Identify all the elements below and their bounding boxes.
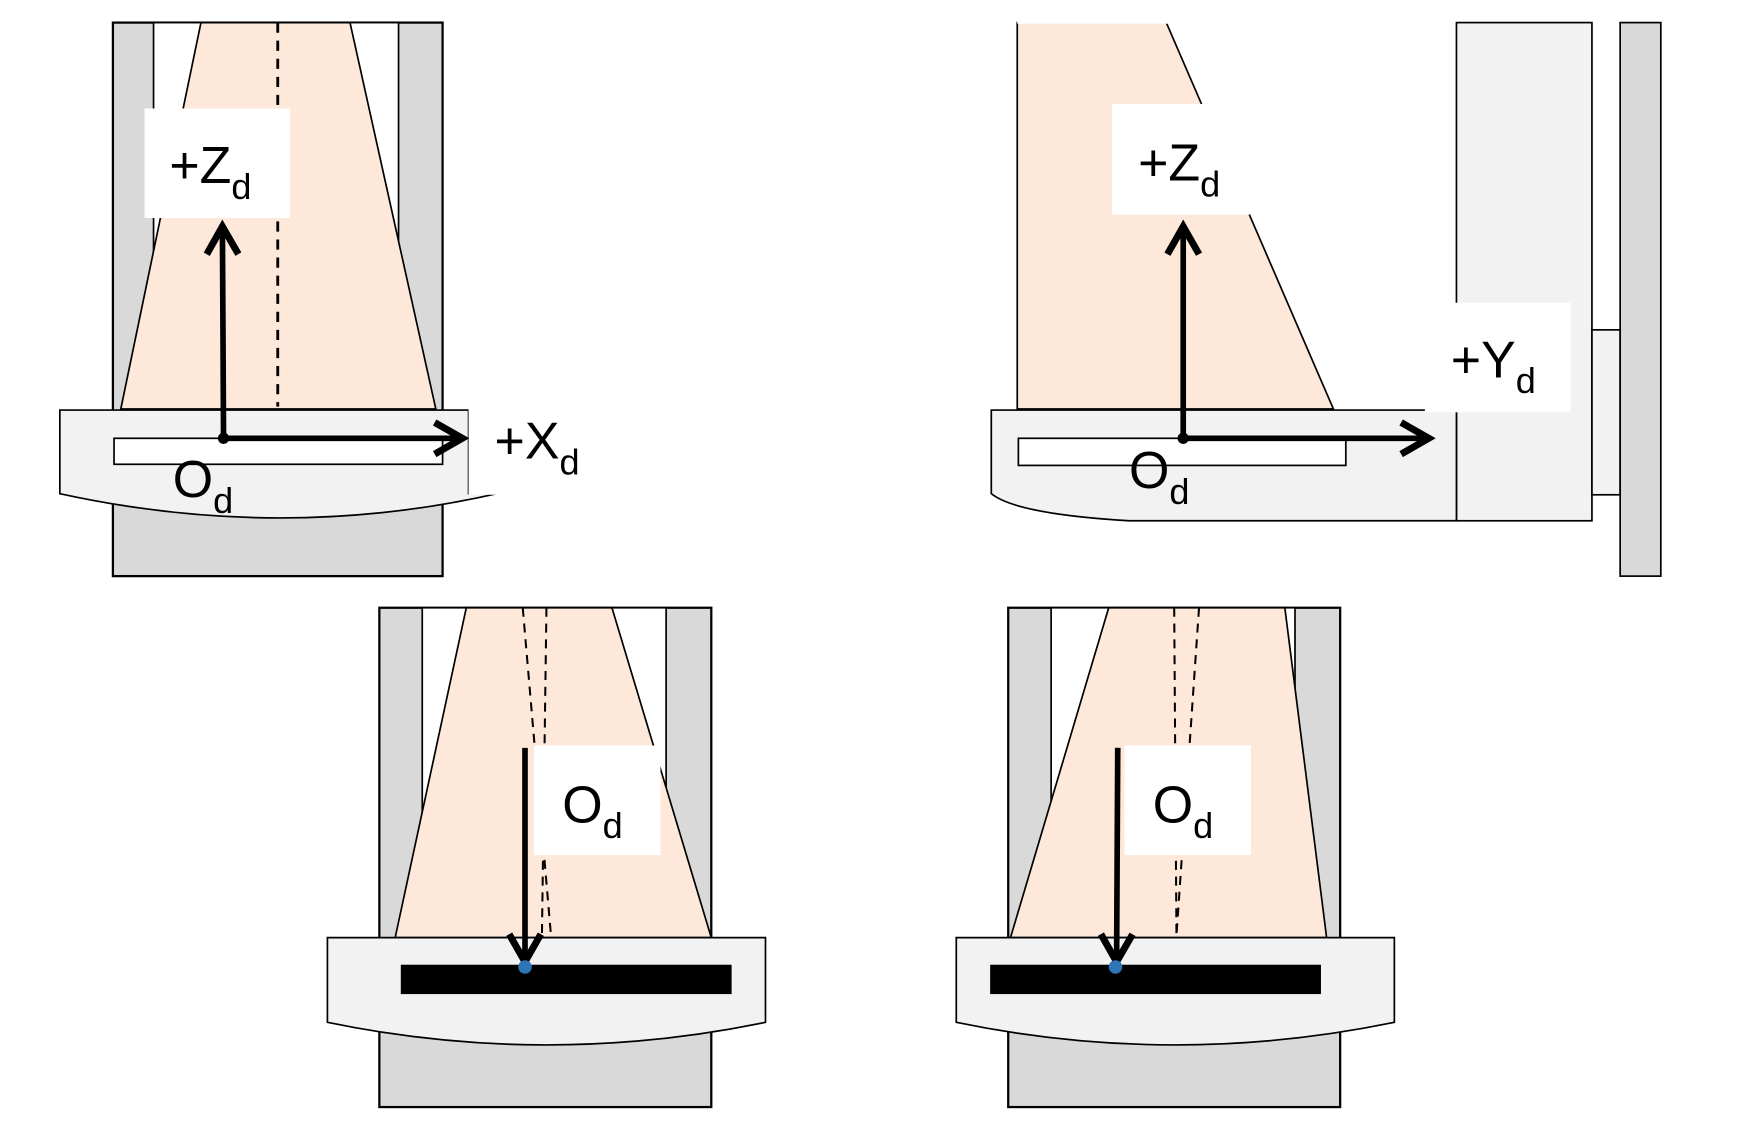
label-box-origin (534, 745, 661, 856)
origin-label: Od (1129, 442, 1189, 512)
beam (1016, 21, 1335, 410)
z-axis-label: +Zd (169, 137, 251, 207)
side-housing (1619, 21, 1662, 577)
panel-top-right: +Zd +Yd Od (990, 20, 1662, 577)
origin-label: Od (562, 776, 622, 846)
sensor-bar (990, 964, 1321, 995)
side-panel (1455, 21, 1593, 522)
panel-bottom-left: Od (326, 606, 767, 1109)
beam-top-mask (1017, 20, 1169, 24)
panel-bottom-right: Od (955, 606, 1396, 1109)
origin-label: Od (1153, 776, 1213, 846)
origin-dot (1108, 960, 1123, 974)
label-box-y (1424, 302, 1571, 413)
origin-point (1177, 432, 1189, 444)
panel-top-left: +Zd +Xd Od (58, 21, 580, 578)
origin-label: Od (173, 451, 233, 521)
side-bracket (1591, 329, 1622, 496)
x-axis-label: +Xd (495, 413, 580, 483)
z-axis-arrow (203, 219, 242, 439)
label-box-origin (1124, 745, 1251, 856)
bumper-mask (468, 408, 503, 495)
sensor-bar (400, 964, 732, 995)
sensor-slot (113, 437, 444, 466)
downward-arrow (1097, 747, 1136, 969)
label-box-z (1112, 103, 1250, 215)
y-axis-label: +Yd (1451, 331, 1536, 401)
origin-point (217, 432, 230, 444)
z-axis-label: +Zd (1138, 135, 1220, 205)
label-box-z (144, 108, 291, 219)
origin-dot (518, 960, 532, 974)
